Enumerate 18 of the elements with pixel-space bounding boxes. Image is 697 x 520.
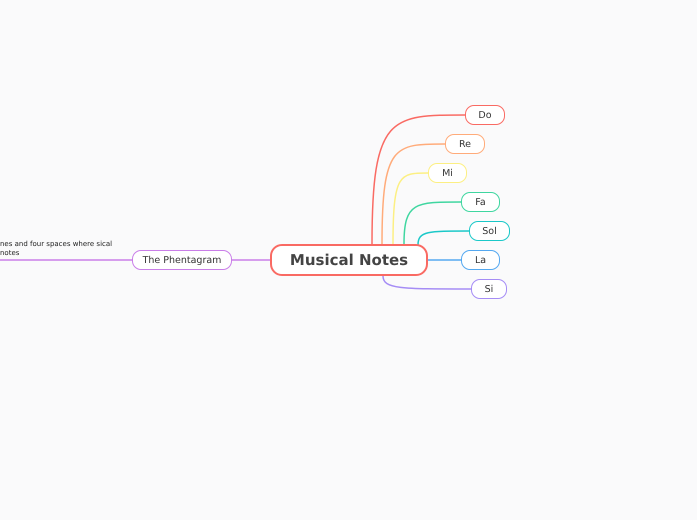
central-topic-box: Musical Notes [270,244,428,276]
connector-line [392,172,428,244]
connector-line [417,230,469,246]
connector-line [428,259,461,261]
topic-box: Re [445,134,485,154]
topic-box: Fa [461,192,500,212]
topic-box: Si [471,279,507,299]
connector-line [381,143,445,244]
topic-box: The Phentagram [132,250,232,270]
connector-line [382,276,471,290]
connector-line [0,259,132,261]
topic-box: Mi [428,163,467,183]
connector-line [371,114,465,244]
topic-box: Sol [469,221,510,241]
topic-box: La [461,250,500,270]
connector-line [232,259,270,261]
connector-line [403,201,461,244]
topic-box: Do [465,105,505,125]
